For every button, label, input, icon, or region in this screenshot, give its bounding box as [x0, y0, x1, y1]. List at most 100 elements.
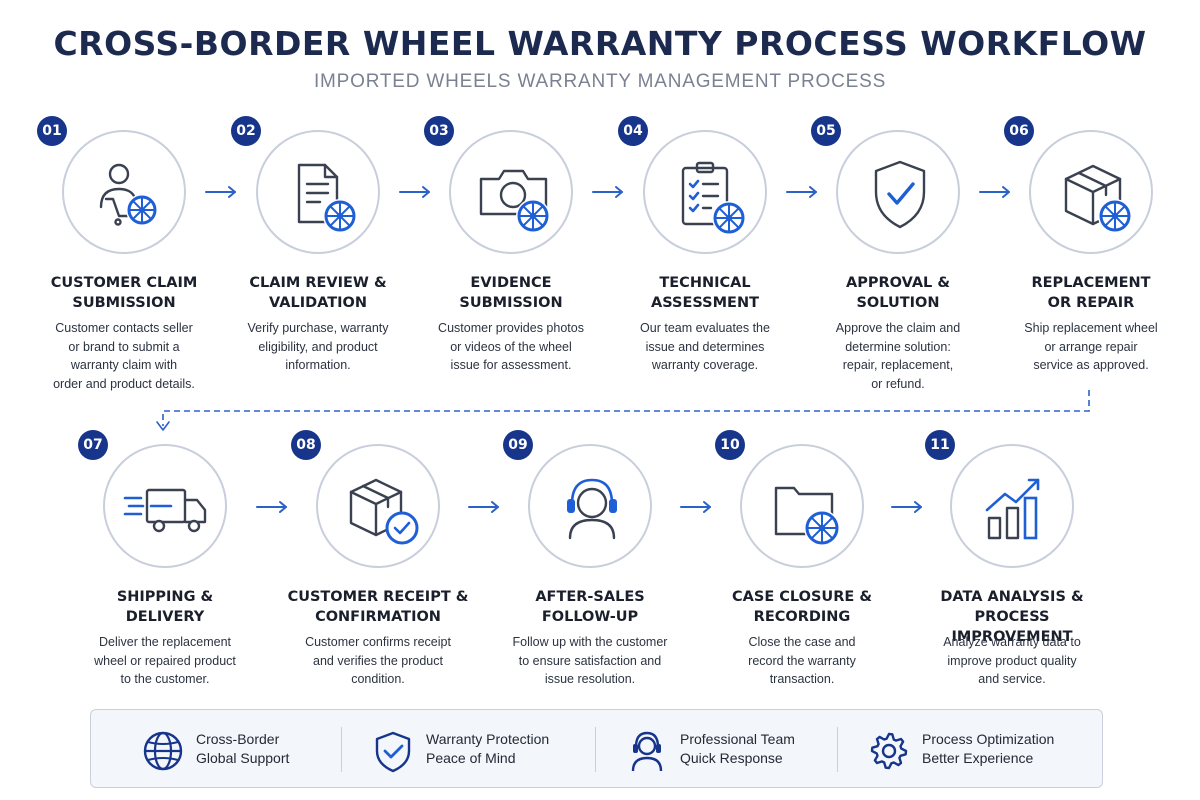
step-icon-circle — [950, 444, 1074, 568]
document-wheel-icon — [297, 163, 357, 233]
step-title-line: FOLLOW-UP — [541, 609, 639, 625]
page-title: CROSS-BORDER WHEEL WARRANTY PROCESS WORK… — [53, 24, 1147, 63]
step-description-line: issue for assessment. — [450, 358, 572, 372]
step-description: Analyze warranty data to improve product … — [917, 633, 1107, 689]
step-icon-circle — [1029, 130, 1153, 254]
step-number-badge: 05 — [811, 116, 841, 146]
step-description: Customer confirms receipt and verifies th… — [283, 633, 473, 689]
headset-agent-icon — [631, 731, 663, 772]
step-description-line: transaction. — [769, 672, 835, 686]
feature-text-line: Professional Team — [680, 731, 795, 747]
feature-text-line: Global Support — [196, 750, 290, 766]
step-description-line: Approve the claim and — [835, 321, 961, 335]
step-description-line: Customer confirms receipt — [305, 635, 451, 649]
step-title: CUSTOMER RECEIPT & CONFIRMATION — [283, 587, 473, 627]
feature-divider — [837, 727, 838, 772]
feature-divider — [341, 727, 342, 772]
feature-divider — [595, 727, 596, 772]
step-title-line: CONFIRMATION — [315, 609, 441, 625]
page-subtitle: IMPORTED WHEELS WARRANTY MANAGEMENT PROC… — [313, 71, 887, 92]
box-wheel-icon — [1064, 164, 1132, 233]
folder-wheel-icon — [774, 486, 840, 546]
step-title-line: ASSESSMENT — [651, 295, 759, 311]
step-icon-circle — [103, 444, 227, 568]
step-title: REPLACEMENT OR REPAIR — [996, 273, 1186, 313]
step-description-line: record the warranty — [748, 653, 856, 668]
step-description-line: or arrange repair — [1044, 339, 1138, 354]
step-title-line: DATA ANALYSIS & — [940, 589, 1084, 605]
globe-icon — [143, 731, 183, 771]
step-title-line: RECORDING — [753, 609, 851, 625]
step-description: Approve the claim and determine solution:… — [803, 319, 993, 393]
step-description-line: Follow up with the customer — [512, 635, 668, 649]
step-title-line: VALIDATION — [269, 295, 367, 311]
step-description-line: or videos of the wheel — [450, 339, 572, 354]
box-check-icon — [349, 478, 419, 545]
step-description-line: warranty coverage. — [651, 358, 759, 372]
step-title: EVIDENCE SUBMISSION — [416, 273, 606, 313]
step-description-line: issue resolution. — [544, 672, 636, 686]
step-number-badge: 10 — [715, 430, 745, 460]
step-description-line: and verifies the product — [313, 653, 443, 668]
step-title-line: SUBMISSION — [459, 295, 563, 311]
step-number-badge: 11 — [925, 430, 955, 460]
truck-icon — [123, 488, 207, 533]
step-description-line: Close the case and — [748, 635, 856, 649]
step-title-line: CUSTOMER CLAIM — [50, 275, 198, 291]
step-description-line: wheel or repaired product — [94, 653, 236, 668]
flow-arrow-icon — [978, 186, 1010, 198]
step-description-line: Deliver the replacement — [98, 635, 231, 649]
step-description-line: warranty claim with — [70, 358, 178, 372]
flow-arrow-icon — [891, 501, 922, 513]
step-title-line: TECHNICAL — [659, 275, 751, 291]
step-description-line: Analyze warranty data to — [943, 635, 1081, 649]
flow-arrow-icon — [398, 186, 430, 198]
step-title-line: PROCESS IMPROVEMENT — [951, 609, 1073, 645]
step-icon-circle — [643, 130, 767, 254]
step-description-line: determine solution: — [845, 339, 951, 354]
step-title-line: SOLUTION — [856, 295, 940, 311]
step-description-line: to the customer. — [120, 672, 210, 686]
step-title: TECHNICAL ASSESSMENT — [610, 273, 800, 313]
step-icon-circle — [740, 444, 864, 568]
step-title-line: OR REPAIR — [1047, 295, 1135, 311]
step-description-line: improve product quality — [947, 653, 1077, 668]
step-number-badge: 07 — [78, 430, 108, 460]
step-number-badge: 03 — [424, 116, 454, 146]
step-title-line: SHIPPING & — [116, 589, 214, 605]
step-description-line: information. — [285, 358, 351, 372]
step-title-line: AFTER-SALES — [535, 589, 645, 605]
step-title-line: SUBMISSION — [72, 295, 176, 311]
step-icon-circle — [62, 130, 186, 254]
step-title-line: REPLACEMENT — [1031, 275, 1151, 291]
flow-arrow-icon — [592, 186, 623, 198]
step-title-line: CLAIM REVIEW & — [249, 275, 387, 291]
step-description-line: eligibility, and product — [258, 339, 378, 354]
step-title-line: CASE CLOSURE & — [732, 589, 872, 605]
feature-text-line: Process Optimization — [922, 731, 1055, 747]
flow-arrow-icon — [255, 501, 287, 513]
step-title-line: EVIDENCE — [470, 275, 552, 291]
feature-text-line: Warranty Protection — [426, 731, 550, 747]
step-title: AFTER-SALES FOLLOW-UP — [495, 587, 685, 627]
step-title: CLAIM REVIEW & VALIDATION — [223, 273, 413, 313]
shield-check-icon — [874, 160, 926, 229]
gear-icon — [870, 732, 908, 770]
step-number-badge: 01 — [37, 116, 67, 146]
step-title: DATA ANALYSIS & PROCESS IMPROVEMENT — [917, 587, 1107, 647]
step-description-line: order and product details. — [53, 376, 195, 391]
step-title-line: APPROVAL & — [846, 275, 950, 291]
step-icon-circle — [256, 130, 380, 254]
step-title-line: DELIVERY — [125, 609, 205, 625]
feature-text-line: Quick Response — [680, 750, 783, 766]
step-number-badge: 06 — [1004, 116, 1034, 146]
step-title-line: CUSTOMER RECEIPT & — [287, 589, 469, 605]
